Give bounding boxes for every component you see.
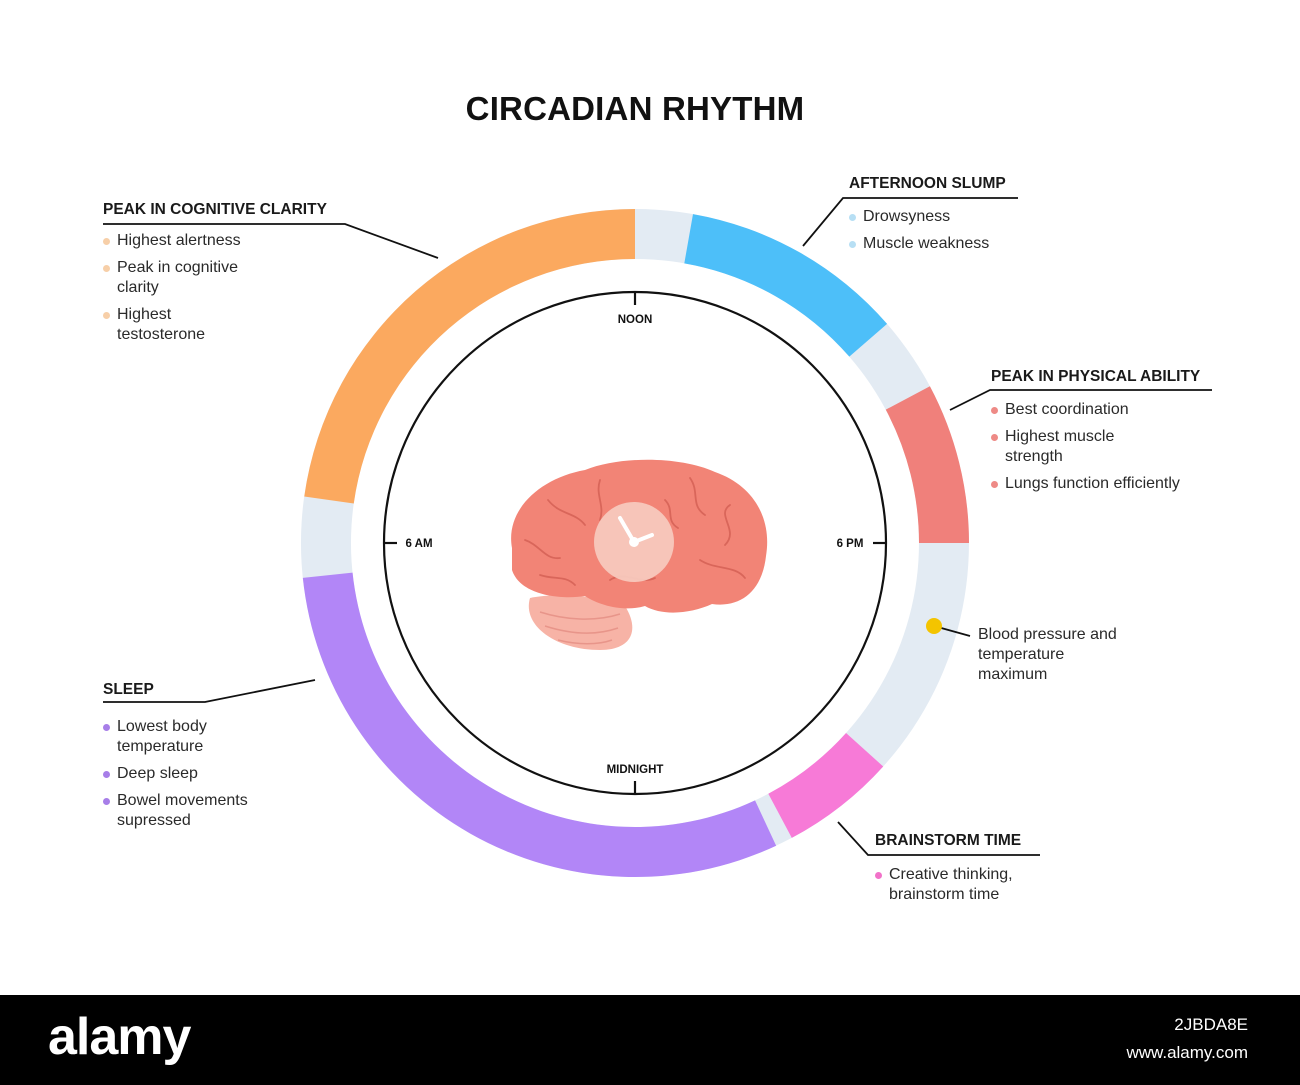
leader-cognitive (103, 223, 439, 259)
afternoon-item: Drowsyness (849, 207, 1049, 227)
blood-pressure-text: Blood pressure and temperature maximum (978, 626, 1117, 683)
bullet-dot-icon (103, 724, 110, 731)
alamy-logo: alamy (48, 1008, 191, 1066)
brain-icon (511, 459, 768, 650)
ring-segment-physical (885, 386, 969, 543)
ring-segment-sleep (302, 572, 777, 877)
bullet-dot-icon (991, 407, 998, 414)
brainstorm-heading: BRAINSTORM TIME (875, 832, 1022, 849)
sleep-item: Deep sleep (103, 764, 273, 784)
label-six-am: 6 AM (405, 538, 432, 550)
leader-afternoon (802, 197, 1018, 247)
clock-ticks (384, 292, 886, 794)
bullet-dot-icon (991, 481, 998, 488)
circadian-diagram: NOON MIDNIGHT 6 AM 6 PM (103, 197, 1212, 877)
cognitive-item: Highest testosterone (103, 305, 253, 345)
cognitive-item: Highest alertness (103, 231, 253, 251)
bullet-dot-icon (103, 798, 110, 805)
ring-segment-brainstorm (768, 733, 884, 838)
watermark-url: www.alamy.com (1126, 1043, 1248, 1062)
blood-pressure-marker-icon (926, 618, 942, 634)
bullet-dot-icon (849, 214, 856, 221)
label-midnight: MIDNIGHT (607, 764, 664, 776)
bullet-dot-icon (849, 241, 856, 248)
image-id: 2JBDA8E (1174, 1015, 1248, 1034)
ring-segment-afternoon (684, 214, 888, 357)
sleep-item: Bowel movements supressed (103, 791, 277, 831)
bullet-dot-icon (103, 771, 110, 778)
label-six-pm: 6 PM (837, 538, 864, 550)
afternoon-item: Muscle weakness (849, 234, 1049, 254)
cognitive-item: Peak in cognitive clarity (103, 258, 253, 298)
bullet-dot-icon (991, 434, 998, 441)
sleep-group: SLEEP Lowest body temperature Deep sleep… (103, 681, 283, 838)
afternoon-group: AFTERNOON SLUMP Drowsyness Muscle weakne… (849, 175, 1049, 261)
leader-physical (949, 389, 1212, 411)
cognitive-group: PEAK IN COGNITIVE CLARITY Highest alertn… (103, 201, 343, 352)
physical-item: Lungs function efficiently (991, 474, 1206, 494)
bullet-dot-icon (103, 265, 110, 272)
watermark-bar: alamy 2JBDA8E www.alamy.com (0, 995, 1300, 1085)
sleep-item: Lowest body temperature (103, 717, 237, 757)
brainstorm-item: Creative thinking, brainstorm time (875, 865, 1035, 905)
bullet-dot-icon (875, 872, 882, 879)
physical-item: Best coordination (991, 400, 1206, 420)
brainstorm-group: BRAINSTORM TIME Creative thinking, brain… (875, 832, 1055, 912)
cerebellum (528, 595, 633, 650)
bullet-dot-icon (103, 312, 110, 319)
leader-brainstorm (837, 821, 1040, 856)
sleep-heading: SLEEP (103, 681, 154, 698)
bullet-dot-icon (103, 238, 110, 245)
afternoon-heading: AFTERNOON SLUMP (849, 175, 1006, 192)
label-noon: NOON (618, 314, 653, 326)
physical-group: PEAK IN PHYSICAL ABILITY Best coordinati… (991, 368, 1221, 501)
leader-sleep (103, 679, 316, 703)
page-title: CIRCADIAN RHYTHM (465, 90, 805, 127)
cognitive-heading: PEAK IN COGNITIVE CLARITY (103, 201, 327, 218)
physical-item: Highest muscle strength (991, 427, 1145, 467)
ring-segment-cognitive (304, 209, 635, 504)
circadian-ring (300, 209, 969, 877)
physical-heading: PEAK IN PHYSICAL ABILITY (991, 368, 1201, 385)
